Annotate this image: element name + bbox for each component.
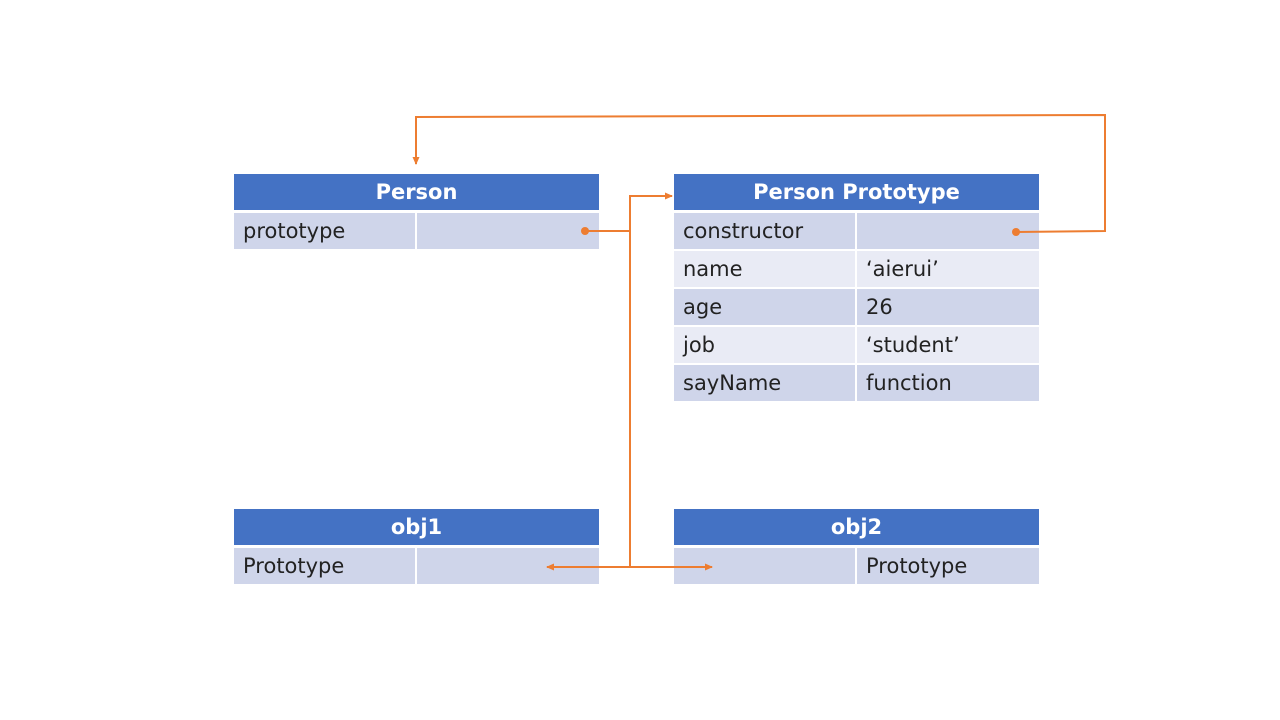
person-prototype-row-job: job ‘student’ [674, 327, 1039, 363]
person-prototype-row-value: function [855, 365, 1039, 401]
person-prototype-row-value: ‘aierui’ [855, 251, 1039, 287]
person-prototype-row-key: constructor [683, 219, 804, 243]
person-row-prototype: prototype [234, 213, 599, 249]
person-prototype-row-value: 26 [855, 289, 1039, 325]
person-row-key: prototype [243, 219, 346, 243]
person-prototype-row-value [855, 213, 1039, 249]
person-prototype-row-value: ‘student’ [855, 327, 1039, 363]
obj2-row-value: Prototype [855, 548, 1039, 584]
person-prototype-table-title: Person Prototype [674, 174, 1039, 210]
person-table-title: Person [234, 174, 599, 210]
person-prototype-row-name: name ‘aierui’ [674, 251, 1039, 287]
person-prototype-row-age: age 26 [674, 289, 1039, 325]
obj1-row-prototype: Prototype [234, 548, 599, 584]
obj2-row-prototype: Prototype [674, 548, 1039, 584]
person-prototype-row-sayname: sayName function [674, 365, 1039, 401]
person-prototype-row-key: age [683, 295, 723, 319]
obj2-row-key [674, 548, 855, 584]
obj1-table: obj1 Prototype [234, 509, 599, 586]
person-prototype-table: Person Prototype constructor name ‘aieru… [674, 174, 1039, 403]
person-prototype-row-constructor: constructor [674, 213, 1039, 249]
person-prototype-row-key: name [683, 257, 743, 281]
person-prototype-row-key: job [683, 333, 716, 357]
person-table: Person prototype [234, 174, 599, 251]
person-row-value [415, 213, 599, 249]
obj1-table-title: obj1 [234, 509, 599, 545]
obj2-table-title: obj2 [674, 509, 1039, 545]
obj1-row-value [415, 548, 599, 584]
obj2-table: obj2 Prototype [674, 509, 1039, 586]
obj1-row-key: Prototype [243, 554, 345, 578]
person-prototype-row-key: sayName [683, 371, 782, 395]
